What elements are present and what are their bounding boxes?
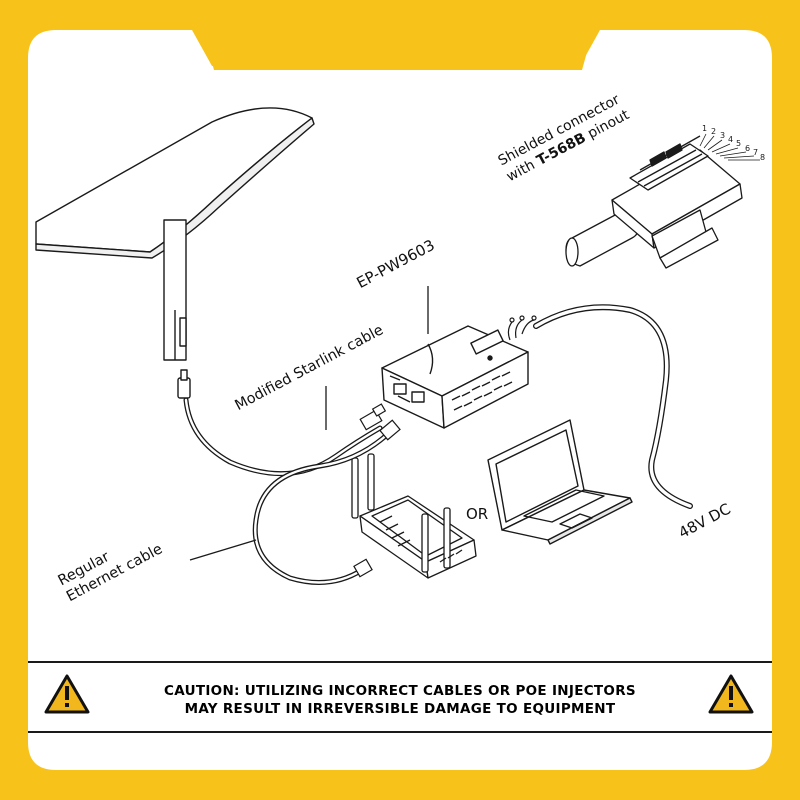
pin-number: 1 bbox=[702, 124, 707, 133]
shielded-connector bbox=[565, 135, 743, 269]
router bbox=[351, 453, 477, 579]
or-label: OR bbox=[466, 505, 489, 523]
pin-number: 5 bbox=[736, 139, 741, 148]
pin-number: 8 bbox=[760, 153, 765, 162]
power-pigtails bbox=[507, 315, 537, 341]
pin-number: 3 bbox=[720, 131, 725, 140]
ethernet-connector bbox=[353, 419, 401, 578]
pin-numbers: 1 2 3 4 5 6 7 8 bbox=[702, 124, 765, 162]
poe-injector bbox=[381, 325, 529, 429]
pin-number: 6 bbox=[745, 144, 750, 153]
starlink-dish bbox=[35, 107, 315, 399]
warning-triangle-icon bbox=[708, 674, 754, 714]
caution-line2: MAY RESULT IN IRREVERSIBLE DAMAGE TO EQU… bbox=[184, 701, 616, 717]
starlink-cable bbox=[183, 397, 383, 477]
laptop bbox=[487, 419, 633, 545]
pin-number: 7 bbox=[753, 148, 758, 157]
pin-number: 4 bbox=[728, 135, 733, 144]
caution-line1: CAUTION: UTILIZING INCORRECT CABLES OR P… bbox=[164, 683, 636, 699]
pin-number: 2 bbox=[711, 127, 716, 136]
starlink-cable-connector bbox=[359, 403, 387, 431]
top-notch bbox=[190, 0, 610, 70]
caution-message: CAUTION: UTILIZING INCORRECT CABLES OR P… bbox=[100, 682, 700, 718]
ethernet-leader-line bbox=[189, 539, 257, 561]
pin-leader-lines bbox=[699, 133, 760, 161]
warning-triangle-icon bbox=[44, 674, 90, 714]
